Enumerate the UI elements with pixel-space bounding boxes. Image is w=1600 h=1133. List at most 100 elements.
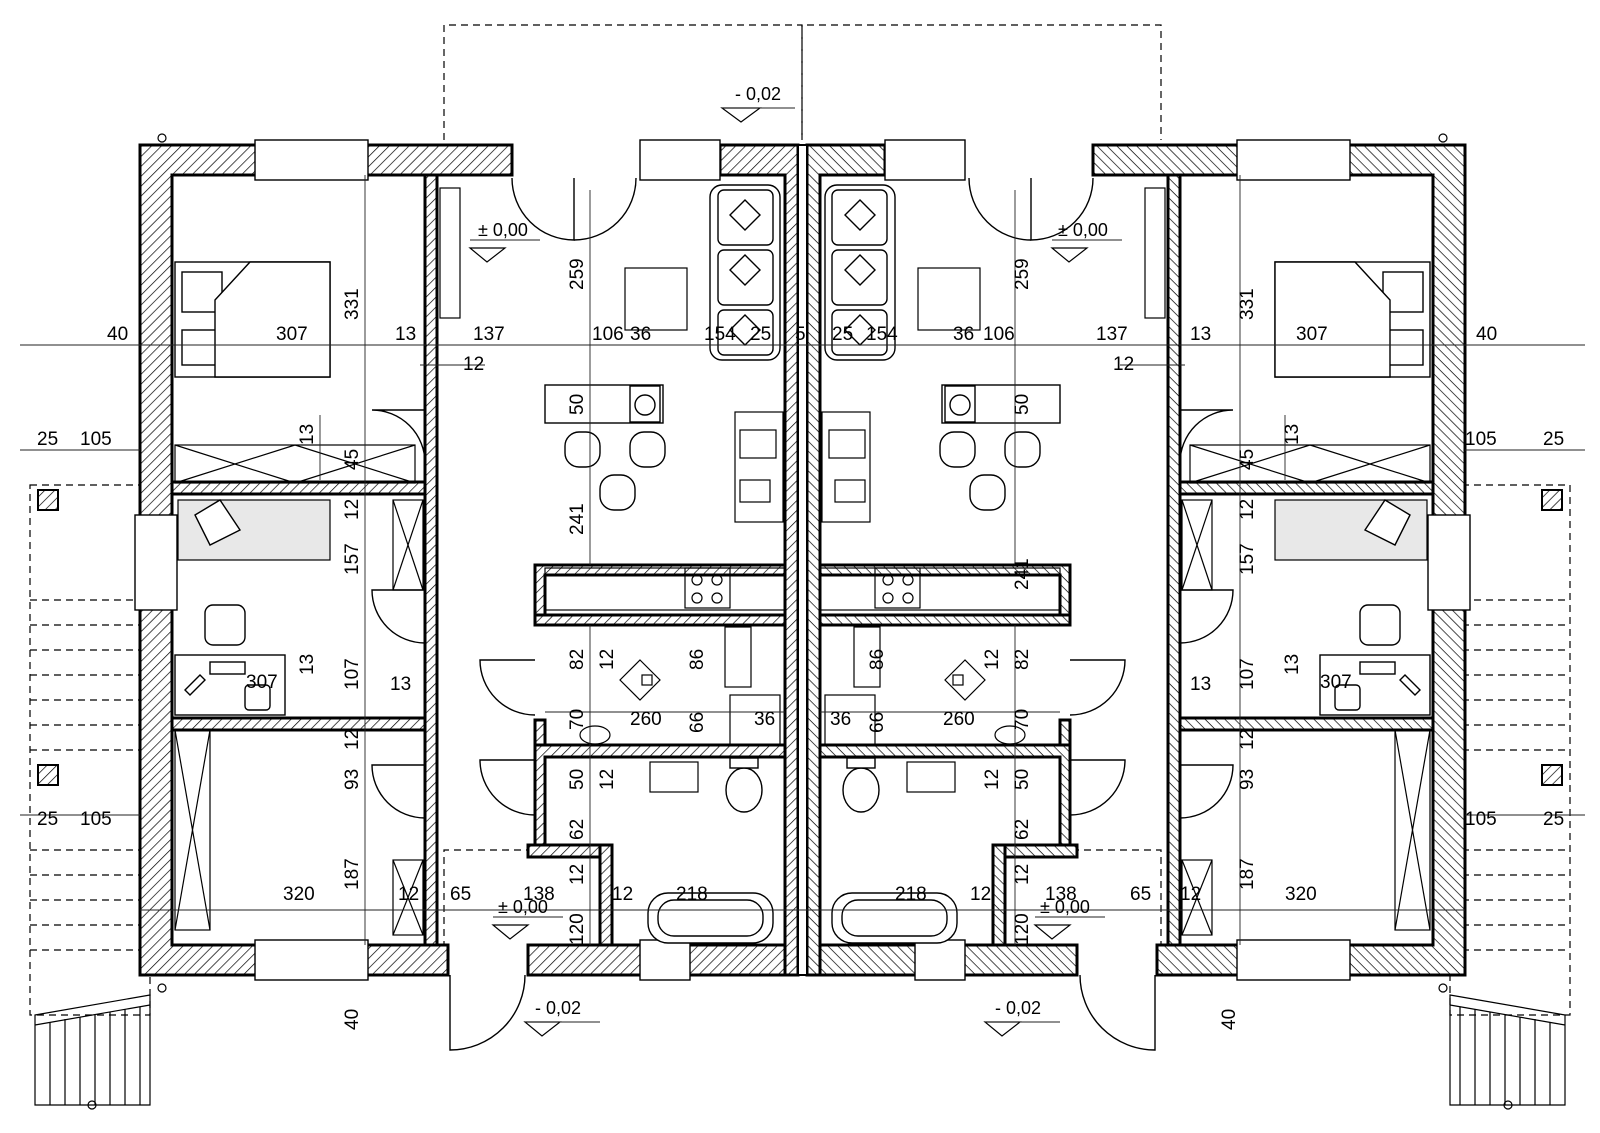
post bbox=[37, 489, 59, 511]
door-swing-icon bbox=[573, 177, 637, 241]
dim-label: 259 bbox=[1012, 258, 1033, 290]
dim-label: 12 bbox=[1237, 729, 1258, 750]
wardrobe-icon bbox=[174, 187, 461, 936]
dim-label: 13 bbox=[1282, 424, 1303, 445]
doors bbox=[371, 177, 1234, 1051]
dim-label: 12 bbox=[1113, 354, 1134, 375]
sink-icon bbox=[906, 761, 956, 793]
dim-label: 105 bbox=[1465, 809, 1497, 830]
dim-label: 187 bbox=[342, 858, 363, 890]
dim-label: 36 bbox=[754, 709, 775, 730]
dim-label: 157 bbox=[342, 543, 363, 575]
dim-label: 40 bbox=[342, 1009, 363, 1030]
dim-label: 307 bbox=[1296, 324, 1328, 345]
dim-label: 36 bbox=[953, 324, 974, 345]
chair-icon bbox=[1359, 604, 1401, 646]
level-marker-icon: - 0,02 bbox=[983, 998, 1060, 1037]
party-wall bbox=[797, 144, 808, 976]
dim-label: 65 bbox=[450, 884, 471, 905]
dim-label: 25 bbox=[1543, 429, 1564, 450]
dim-label: 50 bbox=[567, 769, 588, 790]
dim-label: 93 bbox=[1237, 769, 1258, 790]
dim-label: 12 bbox=[398, 884, 419, 905]
dim-label: 12 bbox=[342, 499, 363, 520]
dim-label: 62 bbox=[567, 819, 588, 840]
stairs-left bbox=[34, 994, 151, 1110]
desk-icon bbox=[174, 604, 286, 716]
dim-label: 12 bbox=[982, 649, 1003, 670]
door-swing-icon bbox=[1069, 759, 1126, 816]
dim-label: 13 bbox=[297, 424, 318, 445]
bed-icon bbox=[1274, 499, 1428, 561]
bed-icon bbox=[177, 499, 331, 561]
coffee-table bbox=[624, 267, 688, 331]
dim-label: 138 bbox=[523, 884, 555, 905]
kitchen-right bbox=[819, 411, 1061, 611]
level-marker-icon: ± 0,00 bbox=[1050, 220, 1122, 263]
dim-label: 154 bbox=[704, 324, 736, 345]
dim-label: 40 bbox=[1219, 1009, 1240, 1030]
dim-label: 86 bbox=[687, 649, 708, 670]
dim-label: 218 bbox=[895, 884, 927, 905]
toilet-icon bbox=[725, 767, 763, 813]
wardrobe-icon bbox=[1144, 187, 1431, 936]
toilet-icon bbox=[842, 767, 880, 813]
dim-label: 331 bbox=[1237, 288, 1258, 320]
door-swing-icon bbox=[1179, 589, 1234, 644]
door-swing-icon bbox=[371, 589, 426, 644]
bed-icon bbox=[1274, 261, 1431, 378]
chair-icon bbox=[204, 604, 246, 646]
stove-icon bbox=[874, 567, 921, 609]
sink-icon bbox=[579, 725, 611, 745]
kitchen-left bbox=[544, 411, 786, 611]
dim-label: 320 bbox=[1285, 884, 1317, 905]
level-label: - 0,02 bbox=[535, 998, 581, 1018]
dim-label: 120 bbox=[567, 913, 588, 945]
dim-label: 82 bbox=[567, 649, 588, 670]
dim-label: 187 bbox=[1237, 858, 1258, 890]
utility-left bbox=[579, 626, 781, 944]
door-swing-icon bbox=[511, 177, 575, 241]
door-swing-icon bbox=[1179, 764, 1234, 819]
dim-label: 12 bbox=[1180, 884, 1201, 905]
level-marker-icon: - 0,02 bbox=[523, 998, 600, 1037]
dim-label: 137 bbox=[473, 324, 505, 345]
dim-label: 105 bbox=[80, 429, 112, 450]
corner-marker bbox=[1438, 133, 1448, 143]
door-swing-icon bbox=[371, 764, 426, 819]
window bbox=[884, 139, 966, 181]
dim-label: 25 bbox=[1543, 809, 1564, 830]
door-swing-icon bbox=[1179, 409, 1234, 464]
dim-label: 82 bbox=[1012, 649, 1033, 670]
sink-icon bbox=[828, 429, 866, 459]
window bbox=[639, 939, 691, 981]
level-label: ± 0,00 bbox=[498, 897, 548, 917]
dim-label: 241 bbox=[567, 503, 588, 535]
post bbox=[37, 764, 59, 786]
stairs-right bbox=[1449, 994, 1566, 1110]
sofa-icon bbox=[709, 184, 781, 361]
door-swing-icon bbox=[371, 409, 426, 464]
window bbox=[1427, 514, 1471, 611]
dim-label: 25 bbox=[37, 809, 58, 830]
dim-label: 12 bbox=[567, 864, 588, 885]
dim-label: 105 bbox=[1465, 429, 1497, 450]
door-swing-icon bbox=[479, 659, 536, 716]
sink-icon bbox=[739, 429, 777, 459]
dim-label: 241 bbox=[1012, 558, 1033, 590]
door-swing-icon bbox=[1079, 974, 1156, 1051]
dim-label: 13 bbox=[1190, 324, 1211, 345]
level-label: ± 0,00 bbox=[478, 220, 528, 240]
dim-label: 12 bbox=[612, 884, 633, 905]
dim-label: 36 bbox=[630, 324, 651, 345]
post bbox=[1541, 489, 1563, 511]
dim-label: 13 bbox=[1282, 654, 1303, 675]
chair-icon bbox=[939, 431, 976, 468]
dim-label: 70 bbox=[1012, 709, 1033, 730]
level-marker-icon: ± 0,00 bbox=[491, 897, 563, 940]
dim-label: 106 bbox=[983, 324, 1015, 345]
dim-label: 107 bbox=[342, 658, 363, 690]
dim-label: 13 bbox=[395, 324, 416, 345]
dim-label: 12 bbox=[342, 729, 363, 750]
